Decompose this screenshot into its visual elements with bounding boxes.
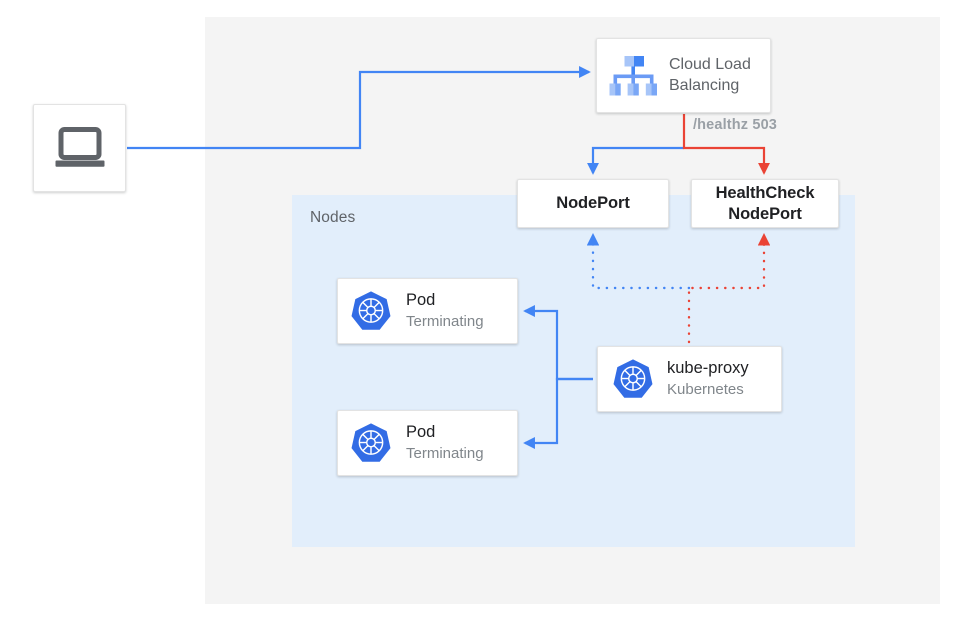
- nodes-group-label: Nodes: [310, 209, 356, 226]
- healthz-edge-label: /healthz 503: [693, 117, 777, 133]
- healthcheck-nodeport-label: HealthCheck NodePort: [716, 183, 815, 223]
- kube-proxy-title: kube-proxy: [667, 359, 749, 378]
- kubernetes-icon: [351, 291, 391, 330]
- pod-title: Pod: [406, 291, 436, 310]
- cloud-load-balancing-title-line-2: Balancing: [669, 76, 740, 94]
- pod-node-1[interactable]: Pod Terminating: [337, 278, 518, 344]
- pod-status: Terminating: [406, 444, 484, 462]
- cloud-load-balancing-icon: [609, 55, 657, 95]
- pod-title: Pod: [406, 423, 436, 442]
- healthcheck-nodeport-label-line-1: HealthCheck: [715, 184, 815, 203]
- kubernetes-icon: [351, 423, 391, 462]
- client-device-node[interactable]: [33, 104, 126, 192]
- kube-proxy-subtitle: Kubernetes: [667, 380, 744, 398]
- nodeport-label: NodePort: [556, 194, 630, 213]
- pod-status: Terminating: [406, 312, 484, 330]
- healthcheck-nodeport-label-line-2: NodePort: [728, 204, 802, 223]
- kubernetes-icon: [613, 359, 653, 398]
- nodeport-node[interactable]: NodePort: [517, 179, 669, 228]
- healthcheck-nodeport-node[interactable]: HealthCheck NodePort: [691, 179, 839, 228]
- cloud-load-balancing-node[interactable]: Cloud Load Balancing: [596, 38, 771, 113]
- kube-proxy-node[interactable]: kube-proxy Kubernetes: [597, 346, 782, 412]
- laptop-icon: [55, 127, 104, 167]
- cloud-load-balancing-title-line-1: Cloud Load: [669, 56, 751, 74]
- pod-node-2[interactable]: Pod Terminating: [337, 410, 518, 476]
